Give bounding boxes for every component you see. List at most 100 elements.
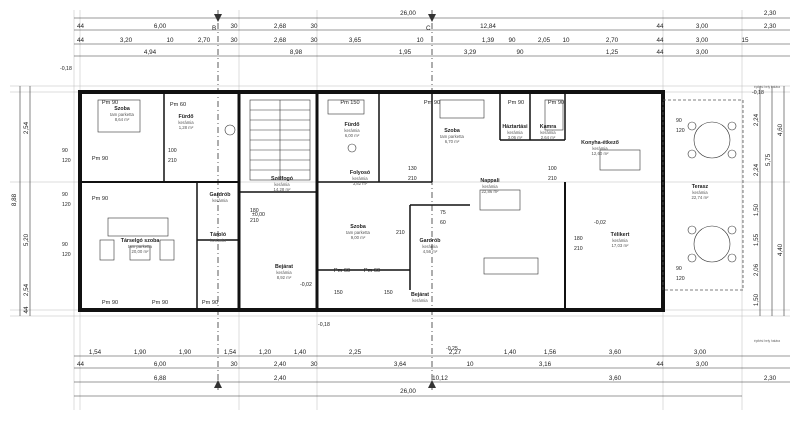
dim-label: 4,40	[777, 243, 784, 256]
svg-text:22,74 m²: 22,74 m²	[692, 195, 710, 200]
room-label-szelfogo: Szélfogó kerámia 14,28 m²	[271, 176, 294, 192]
dim-label: 1,55	[753, 233, 760, 246]
room-label-bejarat-2: Bejárat kerámia	[411, 292, 429, 303]
dim-label: 2,68	[274, 23, 287, 30]
sill-label: 210	[396, 230, 405, 236]
dim-label: 4,60	[777, 123, 784, 136]
dim-label: 2,30	[764, 375, 777, 382]
svg-text:Társelgó szoba: Társelgó szoba	[121, 238, 160, 244]
building-walls	[78, 90, 665, 312]
dim-label: 1,50	[753, 293, 760, 306]
svg-text:8,92 m²: 8,92 m²	[277, 275, 292, 280]
dim-label: 44	[77, 23, 85, 30]
svg-text:Fürdő: Fürdő	[344, 122, 360, 128]
svg-text:kerámia: kerámia	[412, 298, 428, 303]
section-mark-c: C	[426, 25, 431, 32]
svg-text:20,00 m²: 20,00 m²	[132, 249, 150, 254]
svg-text:Gardrób: Gardrób	[210, 192, 232, 198]
dim-label: 3,16	[539, 361, 552, 368]
level-markers: -0,18 -0,18 ±0,00 -0,02 -0,02 -0,25 -0,1…	[60, 66, 764, 352]
dim-label: 3,00	[696, 37, 709, 44]
svg-text:Szoba: Szoba	[350, 224, 366, 230]
dim-label: 3,60	[609, 375, 622, 382]
opening-label: Pm 90	[424, 100, 440, 106]
sill-label: 90	[676, 266, 682, 272]
dim-label: 8,88	[11, 193, 18, 206]
sill-label: 90	[62, 192, 68, 198]
level-label: -0,18	[318, 322, 330, 328]
dim-label: 30	[310, 23, 318, 30]
svg-text:14,28 m²: 14,28 m²	[274, 187, 292, 192]
dim-label: 1,40	[504, 349, 517, 356]
svg-text:2,64 m²: 2,64 m²	[541, 135, 556, 140]
level-label: -0,18	[60, 66, 72, 72]
section-markers	[214, 14, 436, 388]
dim-label: 2,40	[274, 375, 287, 382]
room-label-tarolo: Tároló kerámia	[210, 232, 227, 243]
opening-label: Pm 60	[170, 102, 186, 108]
room-label-gardrob-1: Gardrób kerámia	[210, 192, 232, 203]
dim-label: 2,54	[23, 121, 30, 134]
dim-label: 44	[23, 306, 30, 314]
dim-label: 6,00	[154, 361, 167, 368]
svg-text:Fürdő: Fürdő	[178, 114, 194, 120]
dim-label: 5,20	[23, 233, 30, 246]
dim-label: 1,25	[606, 49, 619, 56]
svg-text:17,03 m²: 17,03 m²	[612, 243, 630, 248]
sill-label: 210	[250, 218, 259, 224]
dim-label: 3,00	[696, 23, 709, 30]
svg-text:12,60 m²: 12,60 m²	[592, 151, 610, 156]
svg-text:Bejárat: Bejárat	[411, 292, 429, 298]
svg-text:Folyosó: Folyosó	[350, 170, 371, 176]
opening-label: Pm 90	[508, 100, 524, 106]
sill-label: 210	[574, 246, 583, 252]
svg-text:9,00 m²: 9,00 m²	[351, 235, 366, 240]
furniture	[97, 99, 737, 275]
dim-label: 1,95	[399, 49, 412, 56]
svg-text:Bejárat: Bejárat	[275, 264, 293, 270]
level-label: -0,25	[446, 346, 458, 352]
dim-label: 15	[741, 37, 749, 44]
dim-label: 44	[656, 23, 664, 30]
opening-labels: Pm 90 Pm 90 Pm 90 Pm 90 Pm 90 Pm 90 Pm 1…	[92, 100, 564, 306]
dim-label: 44	[656, 37, 664, 44]
room-label-szoba-3: Szoba tam parketta 6,70 m²	[440, 128, 464, 144]
dim-label: 2,05	[538, 37, 551, 44]
top-dimension-row-2: 44 6,00 30 2,68 30 12,84 44 3,00 2,30	[77, 23, 777, 30]
staircase	[249, 99, 311, 181]
opening-label: Pm 90	[548, 100, 564, 106]
dimension-lines	[19, 17, 790, 397]
sill-label: 90	[62, 242, 68, 248]
dim-label: 2,54	[23, 283, 30, 296]
svg-text:Kamra: Kamra	[540, 124, 557, 130]
dim-label: 10,12	[432, 375, 448, 382]
svg-text:4,56 m²: 4,56 m²	[423, 249, 438, 254]
room-label-tarsalgo: Társelgó szoba tam parketta 20,00 m²	[121, 238, 160, 254]
dim-label: 2,24	[753, 163, 760, 176]
sill-label: 90	[62, 148, 68, 154]
svg-text:6,70 m²: 6,70 m²	[445, 139, 460, 144]
dim-label: 10	[166, 37, 174, 44]
sill-label: 120	[676, 128, 685, 134]
building-line-note: építési hely határa	[754, 339, 780, 343]
dim-label: 1,54	[224, 349, 237, 356]
svg-text:6,00 m²: 6,00 m²	[345, 133, 360, 138]
bottom-dimension-row-3: 6,88 2,40 10,12 3,60 2,30	[154, 375, 777, 382]
svg-text:kerámia: kerámia	[482, 184, 498, 189]
dim-label: 1,50	[753, 203, 760, 216]
svg-text:kerámia: kerámia	[274, 182, 290, 187]
room-label-nappali: Nappali kerámia 22,86 m²	[480, 178, 500, 194]
dim-label: 44	[77, 37, 85, 44]
opening-label: Pm 90	[102, 300, 118, 306]
room-label-haztartasi: Háztartási kerámia 3,06 m²	[502, 124, 528, 140]
svg-text:kerámia: kerámia	[507, 130, 523, 135]
dim-label: 3,60	[609, 349, 622, 356]
sill-label: 130	[408, 166, 417, 172]
overall-width-top: 26,00	[400, 10, 416, 17]
dim-label: 2,70	[198, 37, 211, 44]
sill-label: 150	[384, 290, 393, 296]
dim-label: 1,56	[544, 349, 557, 356]
dim-label: 2,70	[606, 37, 619, 44]
overall-right-top: 2,30	[764, 10, 777, 17]
opening-label: Pm 90	[102, 100, 118, 106]
